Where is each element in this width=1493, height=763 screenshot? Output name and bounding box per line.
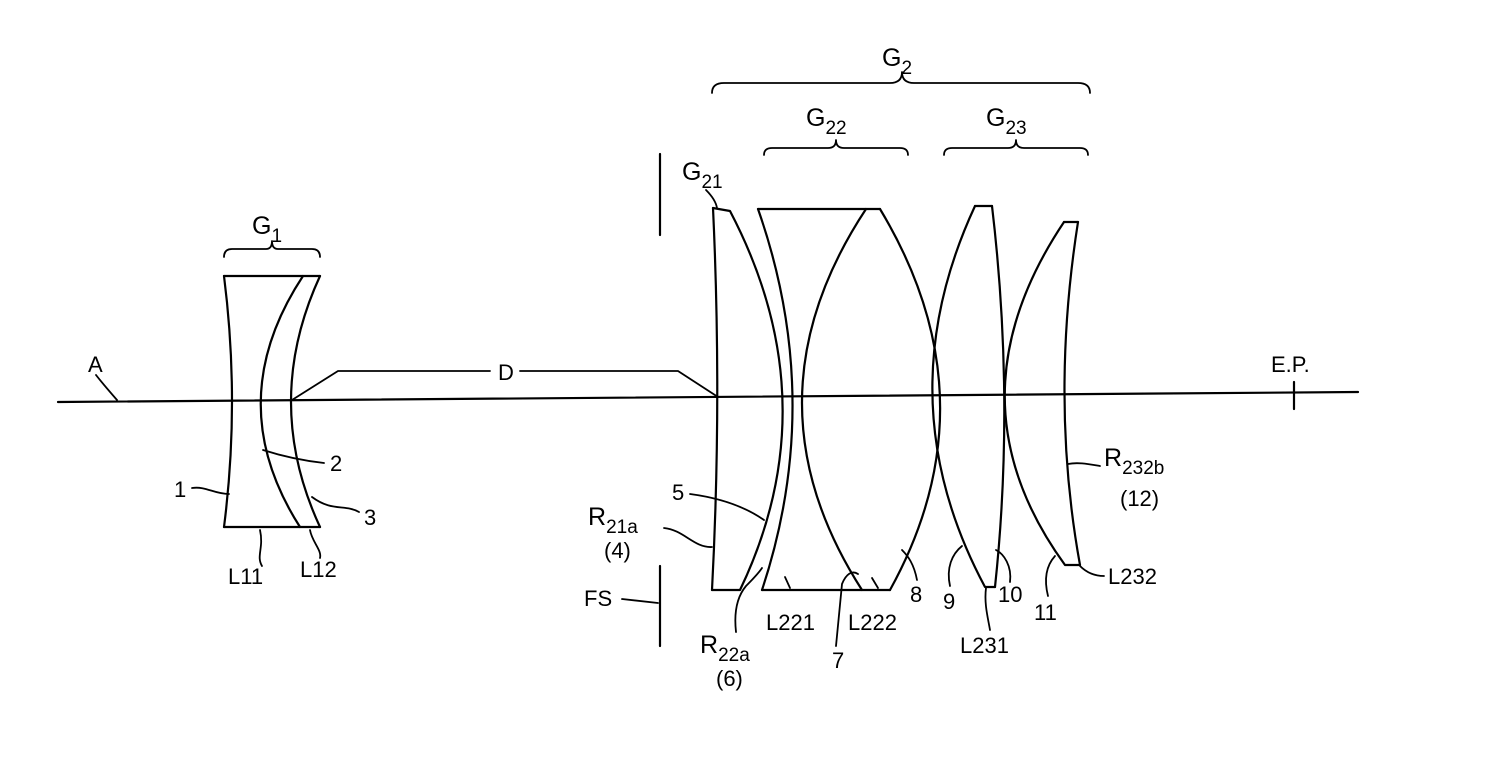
lens-l11-surface-1 [222, 274, 234, 529]
lens-l11-leader [258, 529, 263, 567]
group-g22-label: G22 [806, 104, 847, 139]
brace-g1 [223, 240, 321, 258]
lens-l231-surface-9 [931, 204, 997, 589]
surface-2-label: 2 [330, 451, 342, 476]
surface-8-label: 8 [910, 582, 922, 607]
surface-9-leader [947, 545, 963, 587]
lens-l221-label: L221 [766, 610, 815, 635]
optical-axis [56, 390, 1360, 404]
surface-3-leader [311, 496, 360, 513]
lens-l221-l222-surface-7 [800, 207, 868, 592]
r232b-leader [1067, 462, 1101, 467]
r21a-surface-number: (4) [604, 538, 631, 563]
exit-pupil-label: E.P. [1271, 352, 1310, 377]
r22a-leader [734, 567, 763, 633]
surface-9-label: 9 [943, 589, 955, 614]
surface-11-leader [1045, 555, 1056, 597]
distance-label: D [498, 360, 514, 385]
lens-l12-surface-3 [290, 274, 322, 529]
surface-5-leader [689, 493, 765, 521]
r21a-leader [663, 527, 713, 548]
lens-l11-label: L11 [228, 564, 263, 589]
lens-l231-leader [984, 587, 991, 631]
field-stop-leader [621, 598, 659, 604]
g21-leader [705, 189, 718, 209]
lens-l231-label: L231 [960, 633, 1009, 658]
brace-g2 [711, 71, 1091, 94]
surface-11-label: 11 [1034, 600, 1057, 625]
lens-l222-label: L222 [848, 610, 897, 635]
group-g23-label: G23 [986, 104, 1027, 139]
surface-8-leader [901, 549, 918, 581]
lens-l221-surface-6 [756, 207, 794, 592]
brace-g23 [943, 139, 1089, 156]
group-g2-label: G2 [882, 44, 912, 79]
surface-10-leader [995, 549, 1012, 583]
brace-g22 [763, 139, 909, 156]
lens-l12-label: L12 [300, 557, 337, 582]
surface-7-leader [835, 571, 859, 647]
surface-10-label: 10 [998, 582, 1022, 607]
surface-1-leader [191, 486, 230, 495]
distance-line-right [519, 370, 719, 398]
axis-leader [95, 374, 118, 401]
axis-label: A [88, 352, 103, 377]
surface-1-label: 1 [174, 477, 186, 502]
lens-l21-surface-5 [710, 206, 784, 592]
lens-l222-surface-8 [878, 207, 942, 592]
r22a-surface-number: (6) [716, 666, 743, 691]
surface-5-label: 5 [672, 480, 684, 505]
lens-l222-leader [871, 577, 879, 589]
lens-l21-surface-4 [710, 206, 719, 592]
r232b-label: R232b [1104, 444, 1164, 479]
lens-l221-leader [784, 576, 791, 589]
lens-l232-label: L232 [1108, 564, 1157, 589]
r232b-surface-number: (12) [1120, 486, 1159, 511]
lens-l232-surface-11 [1003, 220, 1082, 567]
r21a-label: R21a [588, 503, 638, 538]
group-g1-label: G1 [252, 212, 282, 247]
lens-l11-l12-surface-2 [259, 274, 305, 529]
lens-l232-surface-12 [1063, 220, 1082, 567]
distance-line-left [291, 370, 491, 401]
r22a-label: R22a [700, 631, 750, 666]
field-stop-label: FS [584, 586, 612, 611]
surface-3-label: 3 [364, 505, 376, 530]
surface-7-label: 7 [832, 648, 844, 673]
lens-l231-surface-10 [990, 204, 1006, 589]
lens-l232-leader [1079, 565, 1105, 577]
lens-l12-leader [309, 529, 322, 559]
group-g21-label: G21 [682, 158, 723, 193]
surface-2-leader [262, 449, 325, 464]
